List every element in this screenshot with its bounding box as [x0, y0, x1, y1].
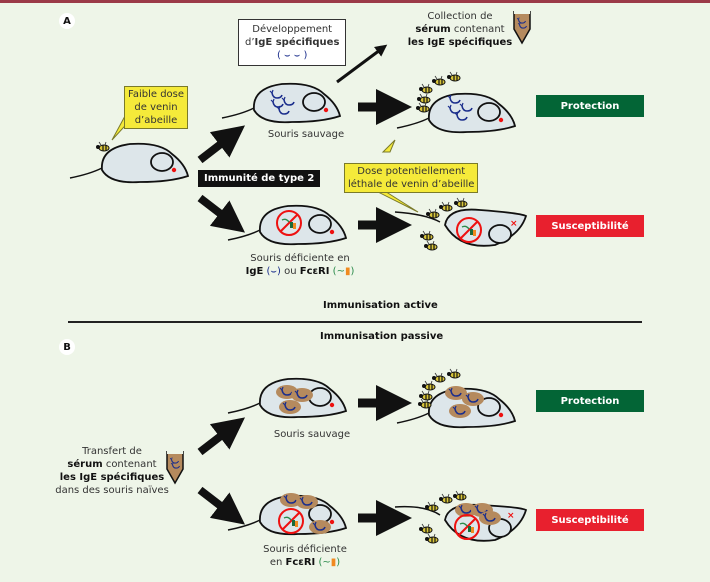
ige-label: IgE: [245, 266, 264, 277]
arrow-b-to-deficient: [197, 486, 246, 525]
deficient-mouse: [227, 204, 347, 246]
transfer-text: Transfert de sérum contenant les IgE spé…: [52, 445, 172, 497]
b-deficient-mouse: [227, 493, 347, 536]
or-label: ou: [280, 266, 300, 277]
b-deficient-line2: en FcεRI (~▮): [255, 556, 355, 569]
transfer-bold: sérum: [67, 459, 103, 470]
outcome-protection-b: Protection: [536, 390, 644, 412]
serum-line2: sérum contenant: [405, 23, 515, 36]
serum-line3: les IgE spécifiques: [407, 37, 513, 48]
panel-a-badge: A: [59, 13, 75, 29]
transfer-line1: Transfert de: [82, 446, 142, 457]
transfer-line4: dans des souris naïves: [55, 485, 169, 496]
outcome-susceptibility-a: Susceptibilité: [536, 215, 644, 237]
ige-box-line1: Développement: [252, 24, 333, 35]
b-wild-mouse-label: Souris sauvage: [273, 429, 351, 440]
callout-line: d’abeille: [134, 115, 178, 126]
serum-line1: Collection de: [427, 11, 493, 22]
section-divider: [68, 321, 642, 323]
deficient-line1: Souris déficiente en: [250, 253, 350, 264]
lethal-line: Dose potentiellement: [357, 166, 466, 177]
outcome-protection-a: Protection: [536, 95, 644, 117]
arrow-to-wild: [197, 125, 246, 164]
transfer-line2: sérum contenant: [52, 458, 172, 471]
passive-immunization-title: Immunisation passive: [320, 331, 444, 342]
wild-mouse-label: Souris sauvage: [267, 129, 345, 140]
challenged-deficient-mouse: ×: [394, 197, 528, 251]
prefix: d’: [245, 37, 255, 48]
svg-text:×: ×: [507, 511, 515, 521]
lethal-dose-callout: Dose potentiellement léthale de venin d’…: [344, 163, 479, 193]
transfer-line3: les IgE spécifiques: [59, 472, 165, 483]
panel-b-badge: B: [59, 339, 75, 355]
arrow-b-to-wild: [197, 417, 246, 456]
fce-receptor-icon: (~▮): [332, 266, 355, 277]
deficient-line2: IgE (⌣) ou FcεRI (~▮): [240, 265, 360, 278]
callout-line: Faible dose: [128, 89, 185, 100]
ige-glyph-icon: ( ⌣ ⌣ ): [276, 50, 308, 61]
b-challenged-wild-mouse: [396, 368, 516, 429]
b-wild-mouse: [227, 377, 347, 419]
svg-text:×: ×: [510, 219, 518, 229]
wild-mouse: [221, 82, 341, 124]
prefix: en: [269, 557, 286, 568]
bee-icon: [95, 141, 110, 152]
ige-specific-label: IgE spécifiques: [254, 37, 340, 48]
fce-receptor-icon: (~▮): [318, 557, 341, 568]
ige-development-box: Développement d’IgE spécifiques ( ⌣ ⌣ ): [238, 19, 347, 66]
serum-bold: sérum: [415, 24, 451, 35]
fce-label: FcεRI: [299, 266, 330, 277]
outcome-susceptibility-b: Susceptibilité: [536, 509, 644, 531]
b-challenged-deficient-mouse: ×: [394, 490, 528, 544]
type2-immunity-label: Immunité de type 2: [198, 170, 321, 187]
ige-icon: (⌣): [266, 266, 281, 277]
callout-line: de venin: [134, 102, 178, 113]
active-immunization-title: Immunisation active: [323, 300, 438, 311]
arrow-to-serum: [336, 44, 388, 84]
b-deficient-line1: Souris déficiente: [263, 544, 347, 555]
top-border: [0, 0, 710, 3]
lethal-line: léthale de venin d’abeille: [348, 179, 475, 190]
serum-rest: contenant: [450, 24, 505, 35]
transfer-rest: contenant: [102, 459, 157, 470]
challenged-wild-mouse: [396, 71, 516, 134]
start-mouse: [69, 142, 189, 184]
b-fce-label: FcεRI: [285, 557, 316, 568]
low-dose-callout: Faible dose de venin d’abeille: [124, 86, 189, 129]
arrow-to-deficient: [197, 194, 246, 233]
ige-box-line2: d’IgE spécifiques: [245, 36, 339, 49]
deficient-mouse-label: Souris déficiente en IgE (⌣) ou FcεRI (~…: [240, 252, 360, 278]
serum-collection-text: Collection de sérum contenant les IgE sp…: [405, 10, 515, 49]
serum-tube-icon: [514, 9, 530, 43]
b-deficient-mouse-label: Souris déficiente en FcεRI (~▮): [255, 543, 355, 569]
